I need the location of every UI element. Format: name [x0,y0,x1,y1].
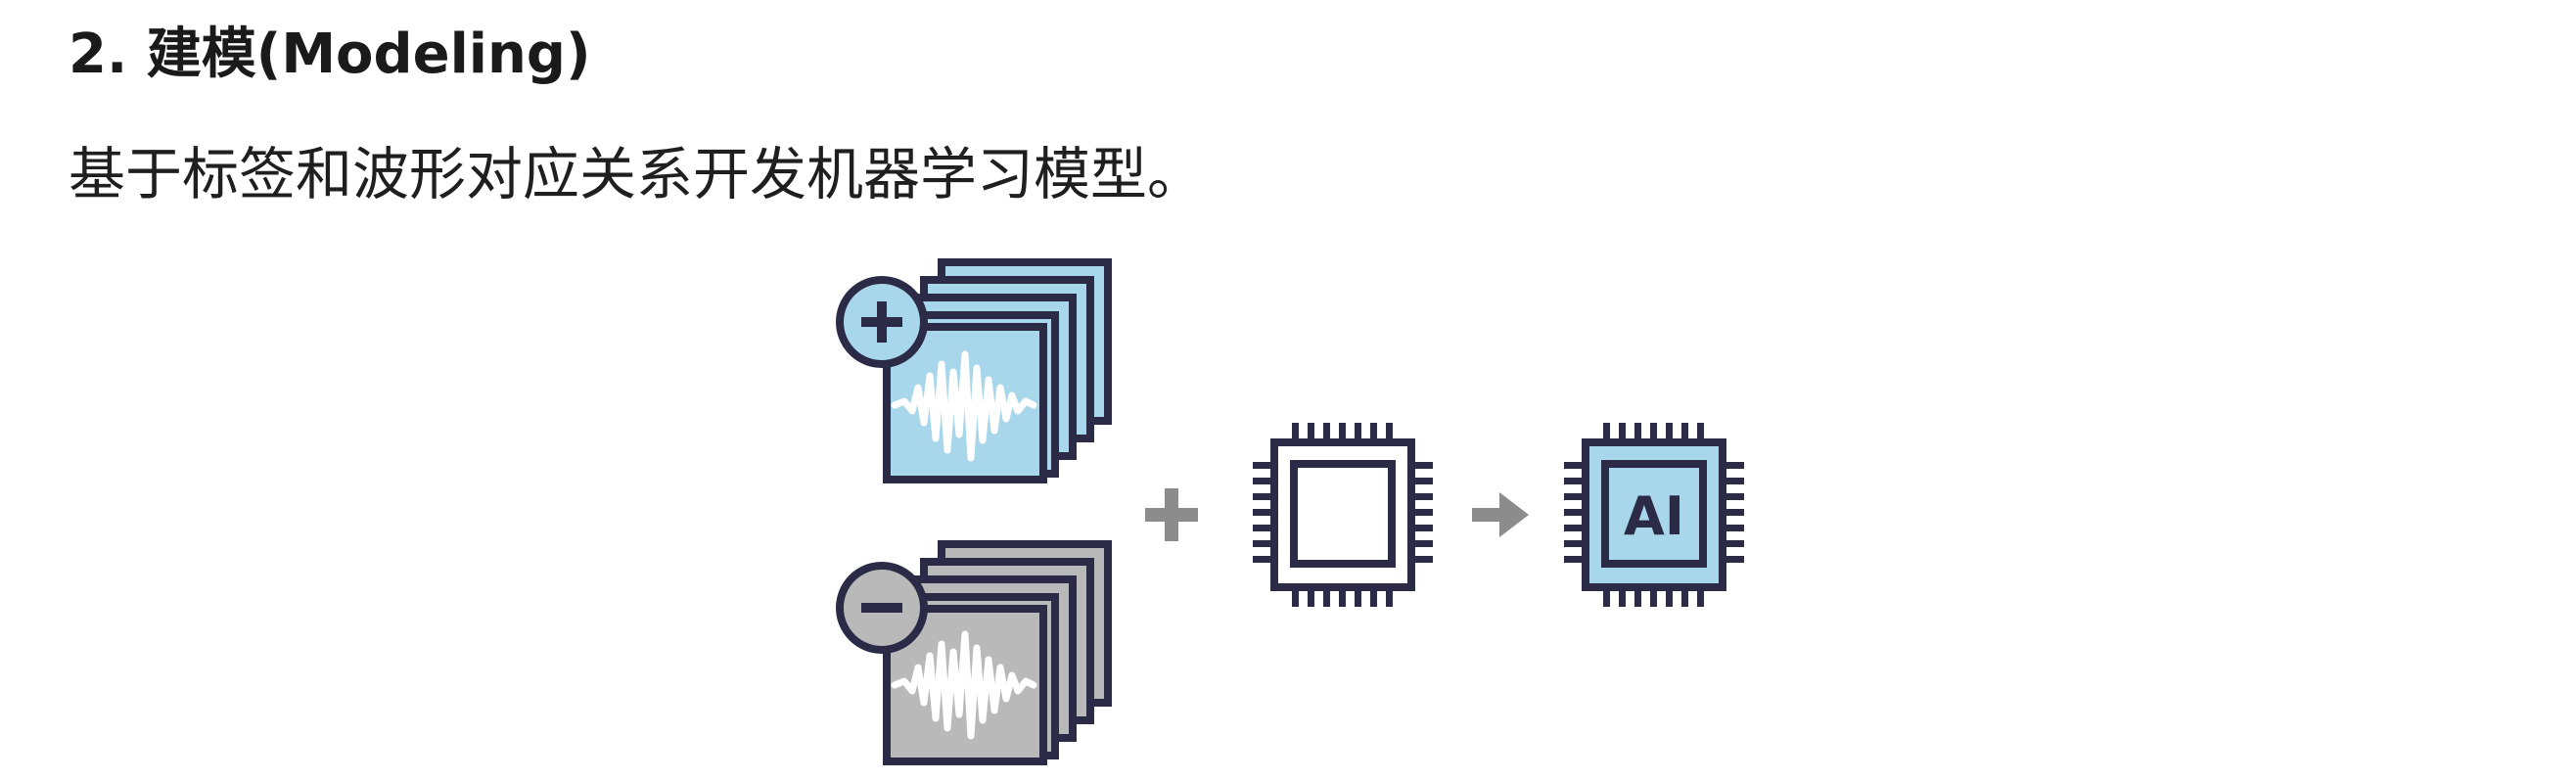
negative-waveform [891,630,1037,740]
plus-icon [836,276,928,368]
modeling-diagram: AI [832,253,1771,781]
chip-icon [1253,423,1433,607]
positive-waveform [891,350,1037,462]
ai-chip-icon: AI [1564,423,1744,607]
negative-waveform-stack [883,540,1112,765]
minus-icon [836,562,928,654]
section-description: 基于标签和波形对应关系开发机器学习模型。 [69,141,1205,207]
positive-waveform-stack [883,258,1112,483]
arrow-right-icon [1472,492,1529,537]
plus-operator-icon [1145,488,1198,541]
section-heading: 2. 建模(Modeling) [69,23,591,86]
ai-chip-label: AI [1624,485,1684,547]
